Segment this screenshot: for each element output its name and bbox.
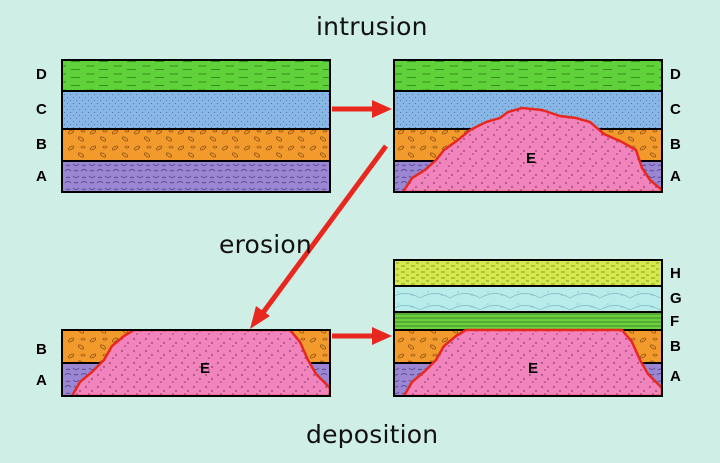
layer-label-A: A xyxy=(670,368,681,385)
layer-C xyxy=(61,90,331,130)
panel-original-layers xyxy=(61,59,331,193)
layer-F xyxy=(393,311,663,331)
layer-label-C: C xyxy=(36,101,47,118)
layer-label-C: C xyxy=(670,101,681,118)
layer-label-H: H xyxy=(670,265,681,282)
layer-D xyxy=(61,59,331,92)
arrow-intrusion xyxy=(332,100,392,118)
arrow-deposition xyxy=(332,327,392,345)
intrusion-E xyxy=(402,328,662,396)
step-label-erosion: erosion xyxy=(219,230,312,259)
layer-label-D: D xyxy=(36,66,47,83)
layer-B xyxy=(61,128,331,162)
layer-label-A: A xyxy=(36,168,47,185)
panel-deposition xyxy=(393,259,663,397)
layer-label-B: B xyxy=(670,136,681,153)
layer-H xyxy=(393,259,663,287)
intrusion-E xyxy=(70,330,330,396)
layer-label-F: F xyxy=(670,313,680,330)
intrusion-E xyxy=(401,106,662,192)
layer-label-D: D xyxy=(670,66,681,83)
layer-A xyxy=(61,160,331,193)
layer-label-B: B xyxy=(670,338,681,355)
layer-label-B: B xyxy=(36,136,47,153)
step-label-deposition: deposition xyxy=(306,420,439,449)
arrow-erosion xyxy=(250,144,389,329)
layer-label-E: E xyxy=(526,150,537,167)
panel-intrusion xyxy=(393,59,663,193)
layer-label-B: B xyxy=(36,341,47,358)
step-label-intrusion: intrusion xyxy=(316,12,428,41)
layer-label-E: E xyxy=(528,360,539,377)
layer-label-E: E xyxy=(200,360,211,377)
layer-label-A: A xyxy=(36,372,47,389)
layer-label-G: G xyxy=(670,290,682,307)
layer-G xyxy=(393,285,663,313)
layer-D xyxy=(393,59,663,92)
layer-label-A: A xyxy=(670,168,681,185)
panel-erosion xyxy=(61,329,331,397)
